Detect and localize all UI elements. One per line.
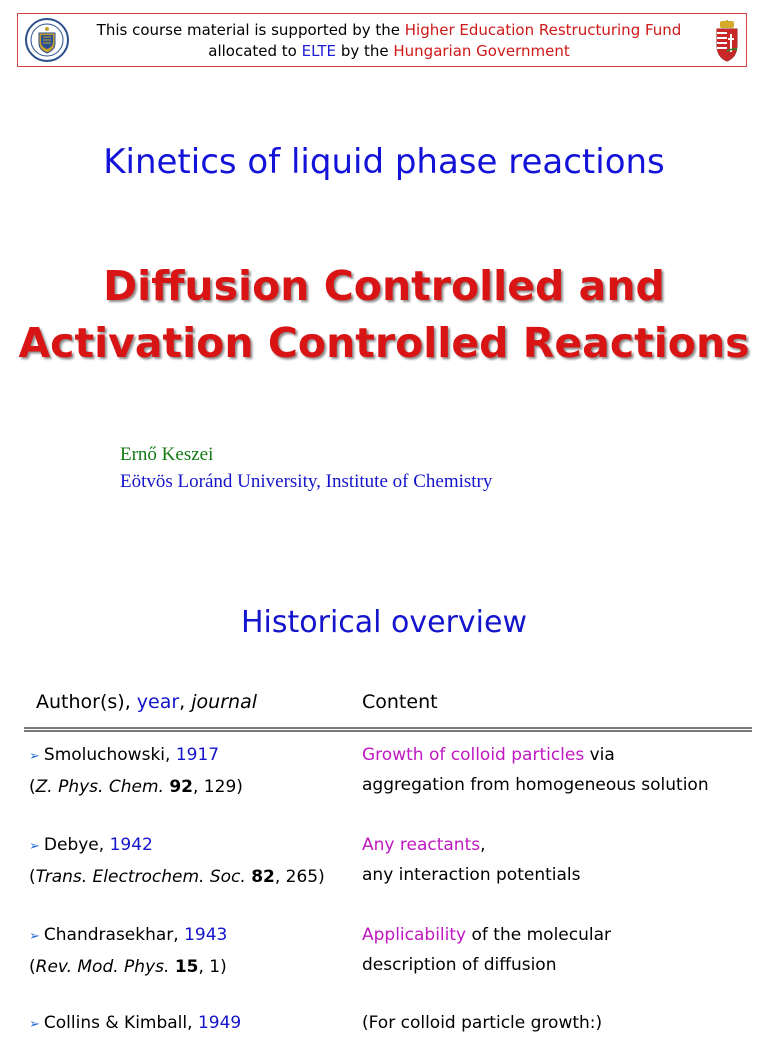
banner-elte: ELTE (301, 42, 337, 60)
row-author-line: ➢Chandrasekhar, 1943 (29, 920, 227, 952)
banner-text-1: This course material is supported by the (96, 21, 405, 39)
bullet-arrow-icon: ➢ (29, 839, 40, 854)
bullet-arrow-icon: ➢ (29, 1017, 40, 1032)
row-pages: , 1) (198, 957, 227, 977)
row-volume: 15 (174, 957, 199, 977)
row-content-rest: , (480, 835, 486, 855)
row-author-cell: ➢Smoluchowski, 1917 (Z. Phys. Chem. 92, … (29, 740, 243, 802)
row-content-highlight: Applicability (362, 925, 467, 945)
row-author-line: ➢Debye, 1942 (29, 830, 325, 862)
banner-fund-name: Higher Education Restructuring Fund (404, 21, 682, 39)
table-header-divider (24, 727, 752, 732)
header-journal-label: journal (191, 691, 257, 713)
author-institution: Eötvös Loránd University, Institute of C… (120, 471, 493, 492)
row-pages: , 265) (274, 867, 325, 887)
row-content-cell: Applicability of the molecular descripti… (362, 920, 611, 980)
row-sep: , (187, 1013, 198, 1033)
author-block: Ernő Keszei Eötvös Loránd University, In… (120, 441, 492, 495)
elte-seal-logo (25, 18, 69, 62)
row-year: 1943 (184, 925, 228, 945)
row-content-line-1: Growth of colloid particles via (362, 740, 709, 770)
title-line-1: Diffusion Controlled and (103, 262, 665, 310)
row-content-highlight: Any reactants (362, 835, 481, 855)
row-year: 1942 (109, 835, 153, 855)
row-journal: Z. Phys. Chem. (35, 777, 164, 797)
bullet-arrow-icon: ➢ (29, 749, 40, 764)
funding-banner: This course material is supported by the… (17, 13, 747, 67)
row-content-line-2: aggregation from homogeneous solution (362, 775, 709, 795)
row-content-cell: (For colloid particle growth:) (362, 1008, 602, 1038)
row-content-line-2: any interaction potentials (362, 865, 581, 885)
bullet-arrow-icon: ➢ (29, 929, 40, 944)
row-content-rest: of the molecular (466, 925, 612, 945)
row-journal-line: (Trans. Electrochem. Soc. 82, 265) (29, 867, 325, 887)
table-header-author: Author(s), year, journal (36, 691, 257, 713)
row-content-line-2: description of diffusion (362, 955, 557, 975)
hungarian-coat-of-arms-icon (716, 20, 738, 62)
table-row: ➢Chandrasekhar, 1943 (Rev. Mod. Phys. 15… (0, 920, 768, 980)
row-content-cell: Growth of colloid particles via aggregat… (362, 740, 709, 800)
banner-text-5: by the (336, 42, 394, 60)
row-author-cell: ➢Chandrasekhar, 1943 (Rev. Mod. Phys. 15… (29, 920, 227, 982)
row-year: 1917 (175, 745, 220, 765)
header-sep: , (179, 691, 192, 713)
row-sep: , (98, 835, 110, 855)
row-journal-line: (Z. Phys. Chem. 92, 129) (29, 777, 243, 797)
row-content-line-1: Any reactants, (362, 830, 580, 860)
row-author-line: ➢Collins & Kimball, 1949 (29, 1008, 241, 1040)
header-year-label: year (136, 691, 180, 713)
row-content-line-1: (For colloid particle growth:) (362, 1013, 603, 1033)
banner-government: Hungarian Government (393, 42, 570, 60)
row-content-highlight: Growth of colloid particles (362, 745, 585, 765)
table-row: ➢Debye, 1942 (Trans. Electrochem. Soc. 8… (0, 830, 768, 890)
table-row: ➢Smoluchowski, 1917 (Z. Phys. Chem. 92, … (0, 740, 768, 800)
row-journal: Trans. Electrochem. Soc. (35, 867, 246, 887)
row-author: Chandrasekhar (43, 925, 174, 945)
banner-line-2: allocated to ELTE by the Hungarian Gover… (78, 41, 700, 62)
table-header-content: Content (362, 691, 438, 713)
row-sep: , (173, 925, 185, 945)
row-author-cell: ➢Collins & Kimball, 1949 (29, 1008, 241, 1040)
course-subject: Kinetics of liquid phase reactions (103, 142, 665, 182)
row-year: 1949 (197, 1013, 242, 1033)
row-volume: 92 (169, 777, 193, 797)
row-author-cell: ➢Debye, 1942 (Trans. Electrochem. Soc. 8… (29, 830, 325, 892)
header-author-label: Author(s), (36, 691, 137, 713)
banner-line-1: This course material is supported by the… (78, 20, 700, 41)
row-volume: 82 (251, 867, 275, 887)
table-row: ➢Collins & Kimball, 1949 (For colloid pa… (0, 1008, 768, 1033)
row-sep: , (165, 745, 176, 765)
row-journal: Rev. Mod. Phys. (35, 957, 170, 977)
author-name: Ernő Keszei (120, 444, 214, 465)
row-content-rest: via (584, 745, 615, 765)
row-content-cell: Any reactants, any interaction potential… (362, 830, 580, 890)
lecture-title: Diffusion Controlled and Activation Cont… (0, 258, 768, 372)
banner-text-3: allocated to (208, 42, 302, 60)
row-author: Collins & Kimball (43, 1013, 188, 1033)
row-author: Smoluchowski (43, 745, 166, 765)
row-pages: , 129) (193, 777, 243, 797)
row-journal-line: (Rev. Mod. Phys. 15, 1) (29, 957, 227, 977)
row-content-line-1: Applicability of the molecular (362, 920, 611, 950)
section-title: Historical overview (240, 605, 528, 640)
row-author: Debye (43, 835, 99, 855)
title-line-2: Activation Controlled Reactions (18, 319, 750, 367)
row-author-line: ➢Smoluchowski, 1917 (29, 740, 243, 772)
